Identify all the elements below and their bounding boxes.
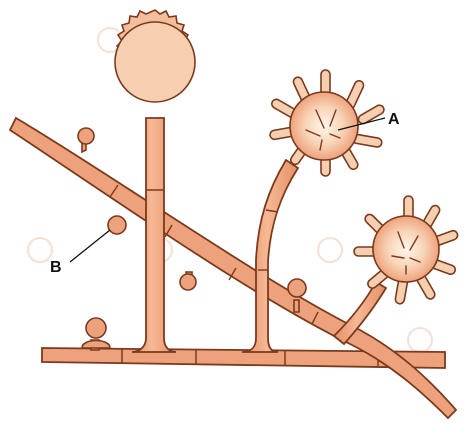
sporangiophore-2 [242, 160, 298, 352]
sporangium-3 [354, 196, 459, 304]
sporangium-1 [115, 10, 195, 102]
label-a: A [388, 111, 400, 128]
leader-line-b [70, 230, 110, 262]
label-b-group: B [50, 230, 110, 276]
label-b: B [50, 259, 62, 276]
